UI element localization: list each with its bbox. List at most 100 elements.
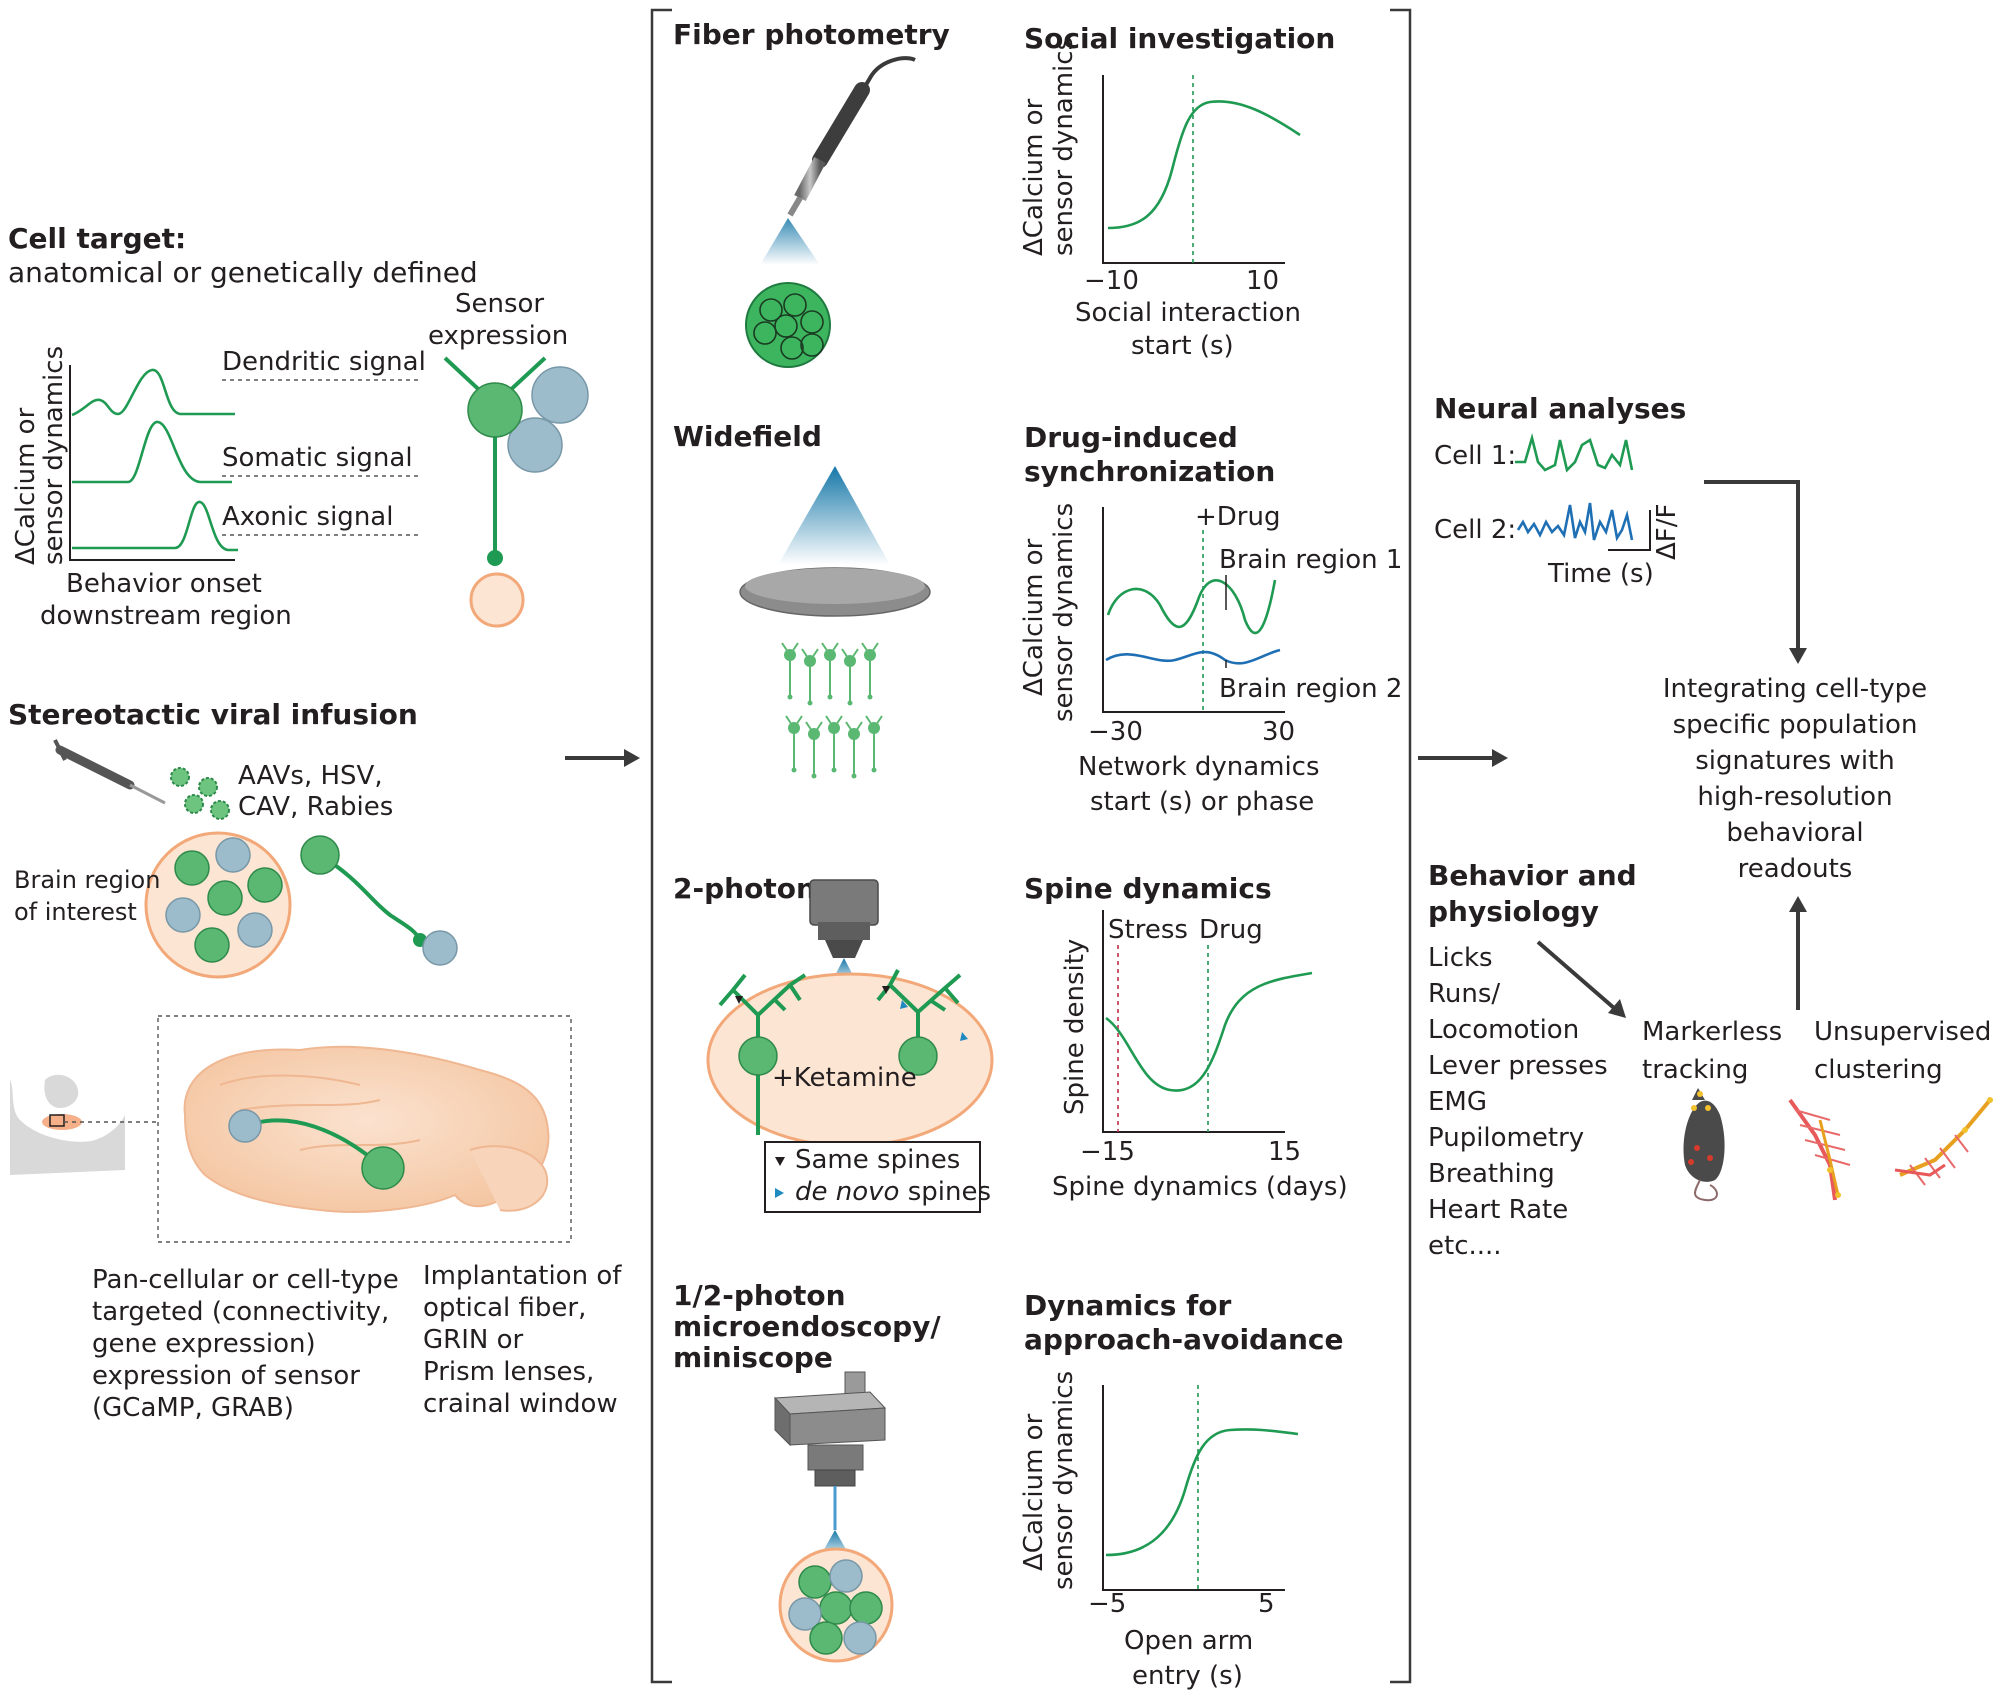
- miniscope-icon: [773, 1371, 887, 1560]
- cell2-trace: [1516, 502, 1634, 542]
- behavior-list: Licks Runs/ Locomotion Lever presses EMG…: [1428, 943, 1608, 1261]
- behavior-title-line2: physiology: [1428, 895, 1599, 928]
- widefield-neuron-soma: [804, 655, 816, 667]
- syringe-icon: [53, 739, 166, 805]
- markerless-line2: tracking: [1642, 1055, 1748, 1085]
- svg-text:gene expression): gene expression): [92, 1329, 316, 1359]
- svg-text:EMG: EMG: [1428, 1087, 1487, 1117]
- behavior-title-line1: Behavior and: [1428, 859, 1637, 892]
- ketamine-neuron-right: [876, 969, 968, 1076]
- brain-region-2-trace: [1105, 648, 1281, 665]
- svg-text:optical fiber,: optical fiber,: [423, 1293, 586, 1323]
- roi-label-line2: of interest: [14, 898, 137, 926]
- svg-text:Pupilometry: Pupilometry: [1428, 1123, 1584, 1153]
- widefield-neuron-terminal: [827, 694, 833, 700]
- spine-density-trace: [1105, 971, 1313, 1092]
- svg-text:−30: −30: [1088, 717, 1143, 747]
- svg-text:5: 5: [1258, 1589, 1275, 1619]
- spine-legend: Same spines de novo spines: [764, 1141, 991, 1213]
- svg-text:ΔCalcium or: ΔCalcium or: [1019, 538, 1049, 696]
- svg-text:ΔCalcium or: ΔCalcium or: [1019, 98, 1049, 256]
- sensor-expression-neuron: Sensor expression: [428, 289, 589, 628]
- social-investigation-chart: Social investigation ΔCalcium or sensor …: [1019, 22, 1335, 361]
- svg-text:Prism lenses,: Prism lenses,: [423, 1357, 594, 1387]
- compartment-signal-chart: ΔCalcium or sensor dynamics Dendritic si…: [11, 346, 426, 631]
- svg-text:Brain region 2: Brain region 2: [1219, 674, 1402, 704]
- time-label: Time (s): [1547, 559, 1654, 589]
- sensor-label-line1: Sensor: [455, 289, 544, 319]
- roi-label-line1: Brain region: [14, 866, 160, 894]
- fiber-photometry-title: Fiber photometry: [673, 18, 950, 51]
- widefield-title: Widefield: [673, 420, 822, 453]
- widefield-neuron-terminal: [791, 767, 797, 773]
- dendritic-trace: [71, 368, 235, 417]
- widefield-neuron-soma: [844, 655, 856, 667]
- svg-text:Licks: Licks: [1428, 943, 1493, 973]
- svg-text:Stress: Stress: [1108, 915, 1188, 945]
- svg-text:30: 30: [1262, 717, 1295, 747]
- cell-target-title: Cell target:: [8, 222, 186, 255]
- x-axis-label-line2: downstream region: [40, 601, 292, 631]
- y-axis-label-line1: ΔCalcium or: [11, 407, 41, 565]
- widefield-neuron-terminal: [871, 767, 877, 773]
- widefield-neuron-terminal: [811, 773, 817, 779]
- svg-text:etc....: etc....: [1428, 1231, 1502, 1261]
- fiber-cell-population: [745, 282, 831, 368]
- widefield-neuron-terminal: [831, 767, 837, 773]
- svg-text:−15: −15: [1080, 1137, 1135, 1167]
- social-trace: [1107, 100, 1301, 230]
- svg-text:microendoscopy/: microendoscopy/: [673, 1310, 941, 1343]
- arrow-clustering-to-integrating: [1789, 896, 1807, 1010]
- svg-text:Drug: Drug: [1199, 915, 1263, 945]
- widefield-neuron-terminal: [787, 694, 793, 700]
- svg-text:expression of sensor: expression of sensor: [92, 1361, 360, 1391]
- svg-text:ΔCalcium or: ΔCalcium or: [1019, 1413, 1049, 1571]
- social-title: Social investigation: [1024, 22, 1335, 55]
- approach-trace: [1105, 1428, 1299, 1557]
- methods-bracket-left: [650, 8, 672, 1684]
- svg-text:1/2-photon: 1/2-photon: [673, 1279, 846, 1312]
- spine-dynamics-chart: Spine dynamics Spine density Stress Drug…: [1024, 872, 1348, 1202]
- axonic-trace: [72, 500, 238, 552]
- approach-avoidance-chart: Dynamics for approach-avoidance ΔCalcium…: [1019, 1289, 1344, 1691]
- svg-text:Pan-cellular or cell-type: Pan-cellular or cell-type: [92, 1265, 399, 1295]
- cell1-label: Cell 1:: [1434, 441, 1516, 471]
- svg-text:Open arm: Open arm: [1124, 1626, 1253, 1656]
- widefield-neuron-terminal: [851, 773, 857, 779]
- svg-text:sensor dynamics: sensor dynamics: [1049, 1371, 1079, 1590]
- virus-particles-icon: [170, 767, 230, 820]
- svg-text:(GCaMP, GRAB): (GCaMP, GRAB): [92, 1393, 294, 1423]
- svg-text:high-resolution: high-resolution: [1697, 782, 1892, 812]
- svg-text:Dynamics for: Dynamics for: [1024, 1289, 1232, 1322]
- mouse-head-icon: [10, 1074, 158, 1175]
- widefield-neuron-array: [781, 642, 883, 779]
- scale-bar: [1608, 510, 1651, 551]
- widefield-neuron-soma: [868, 722, 880, 734]
- widefield-neuron-terminal: [847, 700, 853, 706]
- widefield-neuron-terminal: [867, 694, 873, 700]
- svg-text:specific population: specific population: [1673, 710, 1918, 740]
- svg-text:Spine dynamics (days): Spine dynamics (days): [1052, 1172, 1348, 1202]
- svg-text:−10: −10: [1084, 266, 1139, 296]
- dendritic-label: Dendritic signal: [222, 347, 426, 377]
- svg-text:Spine dynamics: Spine dynamics: [1024, 872, 1272, 905]
- svg-text:Brain region 1: Brain region 1: [1219, 545, 1402, 575]
- sensor-label-line2: expression: [428, 321, 568, 351]
- cell1-trace: [1515, 433, 1634, 473]
- axis-lines: [69, 365, 235, 561]
- somatic-trace: [72, 420, 232, 484]
- drug-marker-label: +Drug: [1195, 502, 1280, 532]
- brain-region-1-trace: [1106, 579, 1277, 635]
- svg-text:approach-avoidance: approach-avoidance: [1024, 1323, 1344, 1356]
- methods-bracket-right: [1390, 8, 1412, 1684]
- neural-analyses-title: Neural analyses: [1434, 392, 1686, 425]
- svg-text:Breathing: Breathing: [1428, 1159, 1555, 1189]
- pan-cellular-text: Pan-cellular or cell-type targeted (conn…: [92, 1265, 399, 1423]
- legend-same-spines: Same spines: [795, 1145, 960, 1175]
- miniscope-title: 1/2-photon microendoscopy/ miniscope: [673, 1279, 941, 1374]
- clustering-pose-icon-2: [1894, 1097, 1993, 1186]
- arrow-neural-to-integrating: [1704, 480, 1807, 664]
- svg-text:entry (s): entry (s): [1132, 1661, 1243, 1691]
- brain-illustration: [183, 1045, 550, 1213]
- viruses-line1: AAVs, HSV,: [238, 761, 383, 791]
